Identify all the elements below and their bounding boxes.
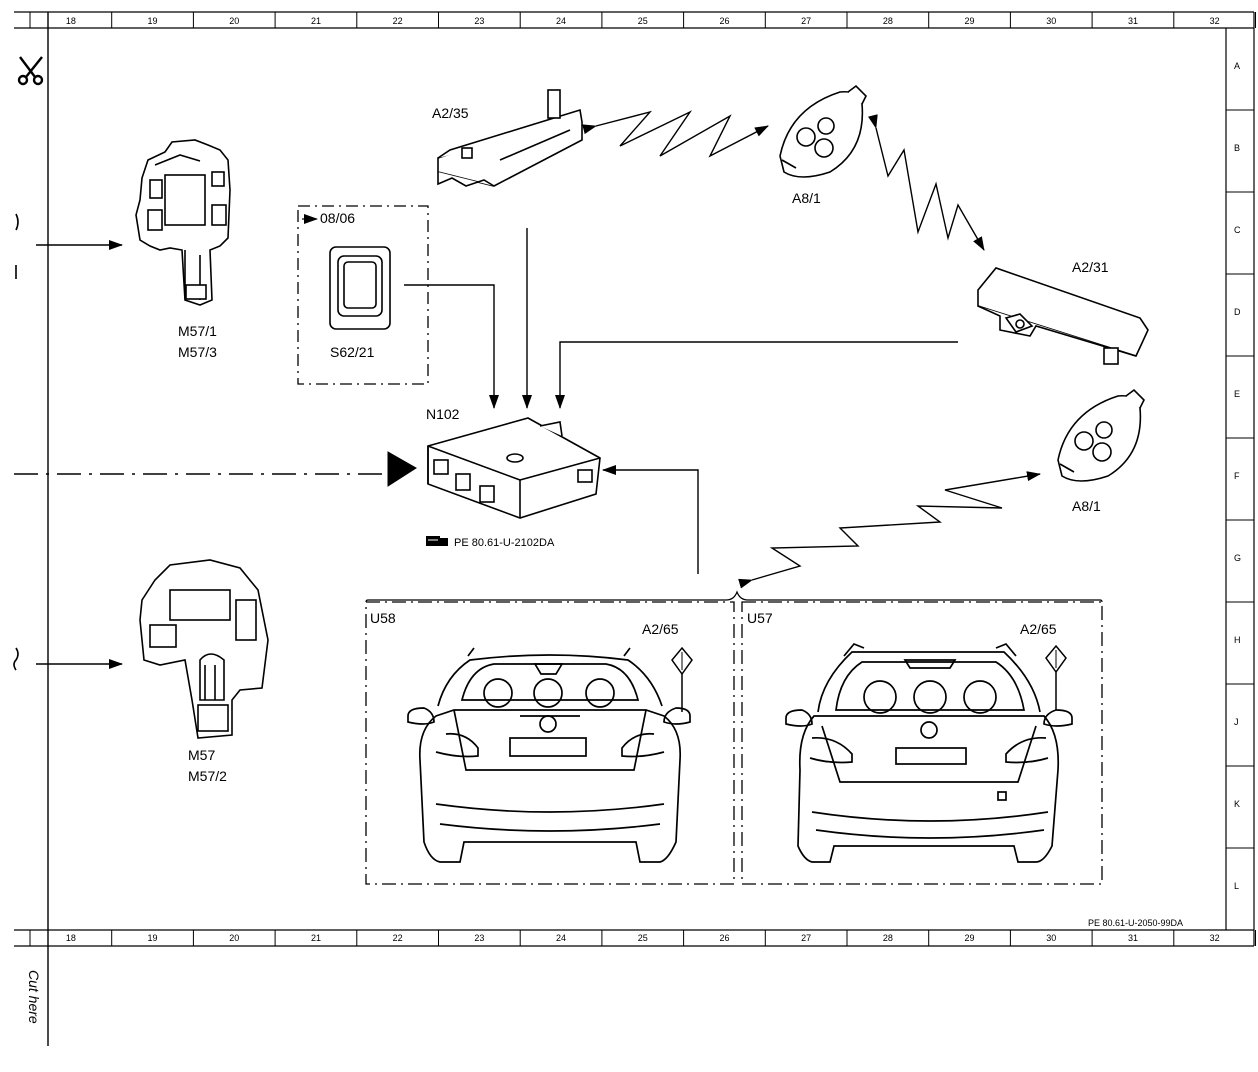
column-number: 19 <box>148 16 158 26</box>
a2-31-module <box>977 267 1149 365</box>
row-letter: B <box>1234 143 1240 153</box>
column-number: 28 <box>883 16 893 26</box>
label-a2-35: A2/35 <box>432 105 469 121</box>
label-a2-65-right: A2/65 <box>1020 621 1057 637</box>
m57-actuator <box>139 559 269 739</box>
a8-1-key-top <box>779 84 867 178</box>
label-page-reference: PE 80.61-U-2050-99DA <box>1088 918 1183 928</box>
column-number: 26 <box>719 933 729 943</box>
row-letter: J <box>1234 717 1239 727</box>
frame <box>14 11 1255 1046</box>
label-u57: U57 <box>747 610 773 626</box>
column-number: 31 <box>1128 16 1138 26</box>
m57-1-actuator <box>135 139 231 306</box>
column-number: 32 <box>1210 933 1220 943</box>
label-m57: M57 <box>188 747 215 763</box>
row-letter: F <box>1234 471 1240 481</box>
reference-book-icon <box>426 536 448 546</box>
row-letter: L <box>1234 881 1239 891</box>
column-number: 18 <box>66 933 76 943</box>
column-number: 27 <box>801 933 811 943</box>
column-number: 21 <box>311 933 321 943</box>
label-a2-65-left: A2/65 <box>642 621 679 637</box>
column-number: 23 <box>474 16 484 26</box>
label-n102: N102 <box>426 406 460 422</box>
component-labels: M57/1 M57/3 M57 M57/2 A2/35 A8/1 A2/31 A… <box>178 105 1109 784</box>
column-number: 19 <box>148 933 158 943</box>
vehicle-variant-boxes <box>365 601 1103 885</box>
column-number: 27 <box>801 16 811 26</box>
s62-21-switch <box>329 246 391 330</box>
column-number: 20 <box>229 16 239 26</box>
label-a8-1-bottom: A8/1 <box>1072 498 1101 514</box>
u57-estate-rear <box>785 642 1073 863</box>
row-letter: E <box>1234 389 1240 399</box>
a2-65-antenna-right <box>1045 644 1067 710</box>
row-letter: K <box>1234 799 1240 809</box>
column-number: 30 <box>1046 933 1056 943</box>
column-number: 31 <box>1128 933 1138 943</box>
row-letter: G <box>1234 553 1241 563</box>
n102-control-unit <box>427 417 601 519</box>
column-number: 22 <box>393 933 403 943</box>
column-number: 20 <box>229 933 239 943</box>
row-letter: C <box>1234 225 1241 235</box>
a2-65-antenna-left <box>671 646 693 712</box>
label-m57-2: M57/2 <box>188 768 227 784</box>
row-letter: A <box>1234 61 1240 71</box>
a8-1-key-bottom <box>1057 388 1145 482</box>
label-a8-1-top: A8/1 <box>792 190 821 206</box>
column-number: 26 <box>719 16 729 26</box>
label-s62-21: S62/21 <box>330 344 375 360</box>
label-a2-31: A2/31 <box>1072 259 1109 275</box>
label-n102-reference: PE 80.61-U-2102DA <box>454 537 555 549</box>
scissors-icon <box>17 56 44 86</box>
row-letter: D <box>1234 307 1241 317</box>
column-number: 29 <box>965 933 975 943</box>
cut-here-label: Cut here <box>26 970 42 1024</box>
column-number: 22 <box>393 16 403 26</box>
column-number: 21 <box>311 16 321 26</box>
row-letter: H <box>1234 635 1241 645</box>
edge-marks <box>13 213 19 671</box>
column-number: 24 <box>556 16 566 26</box>
column-number: 30 <box>1046 16 1056 26</box>
a2-35-module <box>437 89 583 187</box>
column-number: 25 <box>638 933 648 943</box>
column-ruler: 18 18 19 19 20 20 21 21 22 22 23 23 24 24 25 25 26 26 27 27… <box>66 12 1256 946</box>
column-number: 24 <box>556 933 566 943</box>
u58-sedan-rear <box>407 647 691 863</box>
column-number: 29 <box>965 16 975 26</box>
label-u58: U58 <box>370 610 396 626</box>
label-m57-1: M57/1 <box>178 323 217 339</box>
row-ruler: A B C D E F G H J K L <box>1226 61 1254 891</box>
s62-21-box <box>297 205 429 385</box>
column-number: 18 <box>66 16 76 26</box>
column-number: 23 <box>474 933 484 943</box>
column-number: 28 <box>883 933 893 943</box>
label-box-0806: 08/06 <box>320 210 355 226</box>
label-m57-3: M57/3 <box>178 344 217 360</box>
column-number: 32 <box>1210 16 1220 26</box>
column-number: 25 <box>638 16 648 26</box>
